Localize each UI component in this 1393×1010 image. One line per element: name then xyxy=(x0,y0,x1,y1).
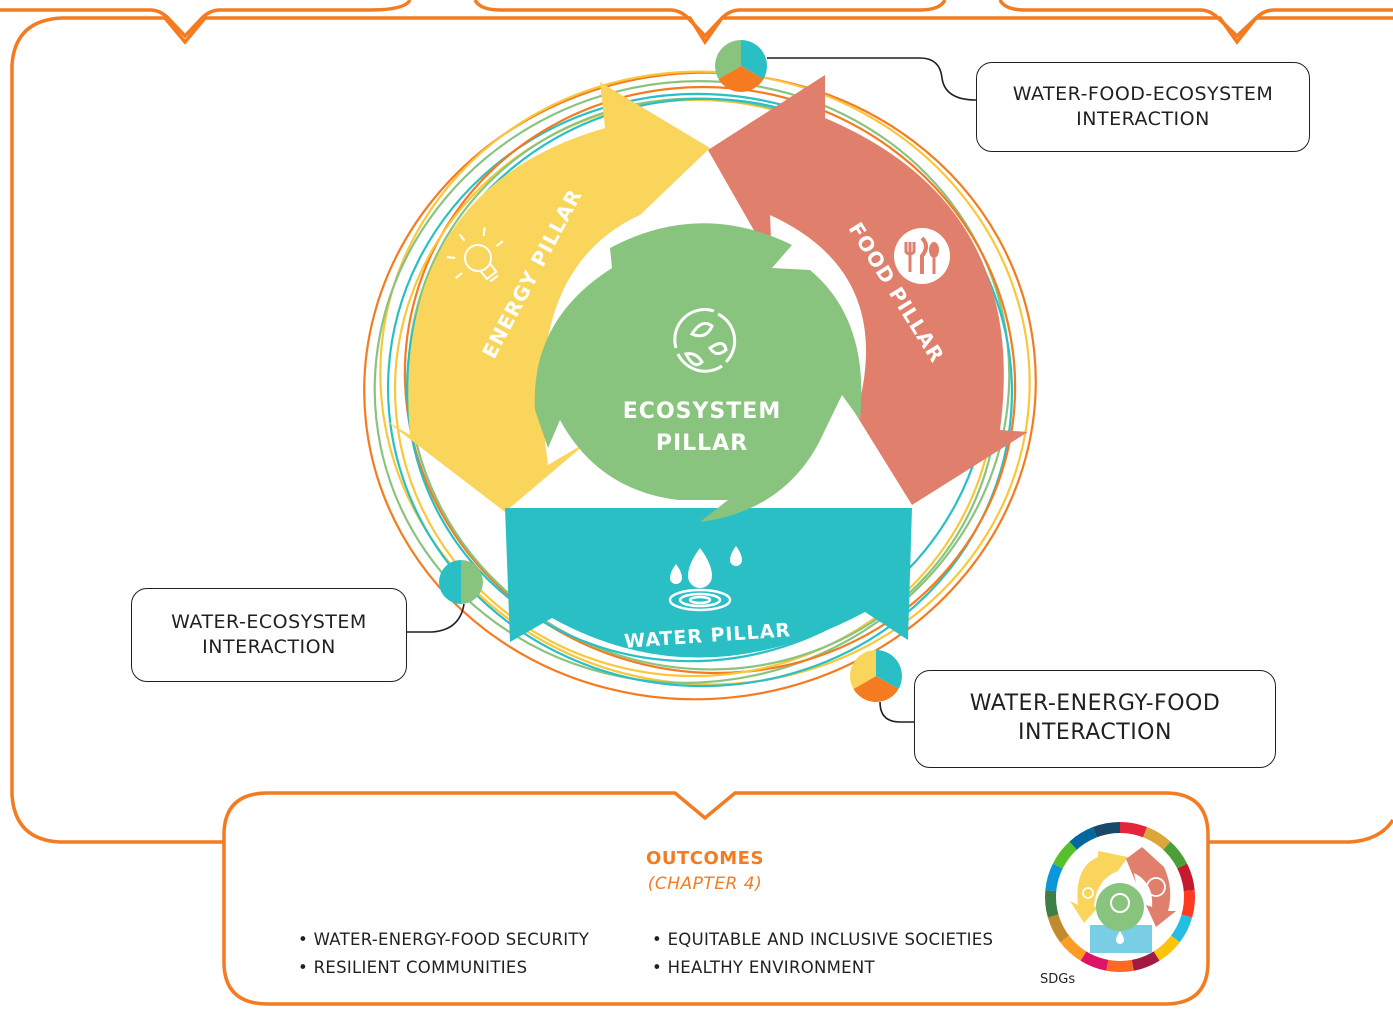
callout-water-food-ecosystem-line2: INTERACTION xyxy=(1076,108,1210,130)
callout-water-ecosystem: WATER-ECOSYSTEM INTERACTION xyxy=(131,588,407,682)
callout-water-food-ecosystem-line1: WATER-FOOD-ECOSYSTEM xyxy=(1012,83,1274,106)
sdg-food-mini xyxy=(1126,847,1176,927)
node-water-energy-food xyxy=(850,650,902,702)
callout-connectors xyxy=(407,57,977,723)
node-water-ecosystem xyxy=(439,560,483,604)
ecosystem-pillar-label-line2: PILLAR xyxy=(656,431,748,456)
recycle-leaves-icon xyxy=(673,308,737,373)
lightbulb-icon xyxy=(446,227,504,283)
callout-water-ecosystem-line2: INTERACTION xyxy=(202,636,336,658)
food-pillar-arrow xyxy=(708,75,1028,505)
top-tabs xyxy=(0,0,1393,39)
ecosystem-pillar-label-line1: ECOSYSTEM xyxy=(623,399,781,424)
outcome-item: RESILIENT COMMUNITIES xyxy=(298,954,589,982)
sdg-ecosystem-mini xyxy=(1096,883,1144,931)
outcomes-list-left: WATER-ENERGY-FOOD SECURITY RESILIENT COM… xyxy=(298,926,589,982)
outcome-item: HEALTHY ENVIRONMENT xyxy=(652,954,993,982)
outcomes-list-right: EQUITABLE AND INCLUSIVE SOCIETIES HEALTH… xyxy=(652,926,993,982)
outcome-item: EQUITABLE AND INCLUSIVE SOCIETIES xyxy=(652,926,993,954)
callout-water-energy-food-line1: WATER-ENERGY-FOOD xyxy=(969,691,1221,717)
sdg-energy-mini xyxy=(1070,851,1128,923)
ripple-icon xyxy=(668,588,732,612)
callout-water-energy-food-line2: INTERACTION xyxy=(1018,720,1172,745)
outcomes-title: OUTCOMES xyxy=(646,848,764,869)
callout-water-energy-food: WATER-ENERGY-FOOD INTERACTION xyxy=(914,670,1276,768)
energy-pillar-arrow xyxy=(385,82,710,512)
sdg-label: SDGs xyxy=(1040,972,1076,987)
sdg-energy-mini-icon xyxy=(1082,887,1094,899)
sdg-water-mini-icon xyxy=(1116,931,1124,944)
callout-water-food-ecosystem: WATER-FOOD-ECOSYSTEM INTERACTION xyxy=(976,62,1310,152)
callout-water-ecosystem-line1: WATER-ECOSYSTEM xyxy=(171,611,367,634)
water-drops-icon xyxy=(670,546,742,588)
sdg-ecosystem-mini-icon xyxy=(1110,893,1130,913)
main-frame xyxy=(10,16,1393,844)
node-water-food-ecosystem xyxy=(715,40,767,92)
sdg-wheel xyxy=(1044,822,1196,972)
outcome-item: WATER-ENERGY-FOOD SECURITY xyxy=(298,926,589,954)
fork-knife-spoon-icon xyxy=(894,228,950,284)
sdg-food-mini-icon xyxy=(1146,877,1166,897)
ecosystem-pillar-shape xyxy=(534,223,862,522)
outcomes-subtitle: (CHAPTER 4) xyxy=(647,874,763,894)
